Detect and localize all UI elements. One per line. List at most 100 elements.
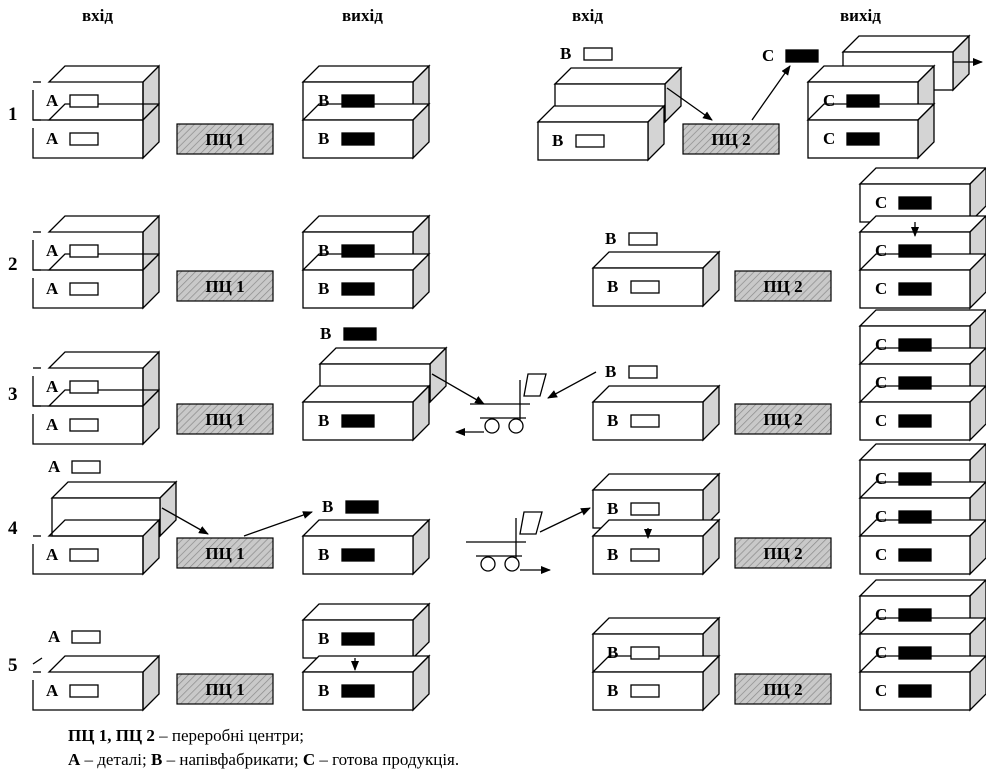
r2-out-top-top — [301, 215, 431, 233]
r3-out2-top-label: C — [875, 335, 887, 354]
r3-in2 — [591, 384, 721, 442]
header-output-right: вихід — [840, 6, 881, 25]
r1-pc2-label: ПЦ 2 — [711, 130, 750, 149]
r5-out2-mid-chip — [898, 646, 932, 660]
r4-out2-bot — [858, 519, 986, 576]
r4-cart-wheel-a — [480, 556, 496, 572]
r4-in2-top-top — [591, 473, 721, 491]
r4-pc1-label: ПЦ 1 — [205, 544, 244, 563]
r4-in-floating-label: A — [48, 457, 61, 476]
r2-out-bot — [301, 252, 431, 310]
r5-in-bot — [32, 654, 160, 712]
r4-out-floating-chip — [345, 500, 379, 514]
r3-in-bot-outline — [32, 389, 159, 445]
r4-in-bot-outline — [32, 519, 159, 575]
r2-out2-mid-label: C — [875, 241, 887, 260]
r5-pc1-box — [176, 673, 274, 705]
r2-pc2-label: ПЦ 2 — [763, 277, 802, 296]
r4-cart-wheel-b — [504, 556, 520, 572]
r1-in-top-label: A — [46, 91, 59, 110]
r3-pc1-box — [176, 403, 274, 435]
r5-out2-bot-label: C — [875, 681, 887, 700]
r1-pc1-box — [176, 123, 274, 155]
r4-out-floating-label: B — [322, 497, 333, 516]
r2-in-top-label: A — [46, 241, 59, 260]
legend-a-desc: – деталі; — [80, 750, 151, 769]
r4-in2-bot-label: B — [607, 545, 618, 564]
r2-in-bot-chip — [69, 282, 99, 296]
r2-in2-top — [591, 251, 721, 269]
r1-out2-mid-label: C — [823, 91, 835, 110]
r2-in-bot — [32, 252, 160, 310]
r4-out2-top-label: C — [875, 469, 887, 488]
r3-out-moving-top — [318, 347, 448, 365]
r1-out-top-top — [301, 65, 431, 83]
r2-out2-moving-chip — [898, 196, 932, 210]
r4-arrow-to-in2 — [539, 507, 591, 533]
r3-in2-top — [591, 385, 721, 403]
r1-out-top-chip — [341, 94, 375, 108]
r5-in-bot-label: A — [46, 681, 59, 700]
r2-in2-label: B — [607, 277, 618, 296]
r5-in2-bot-chip — [630, 684, 660, 698]
r4-pc2-box — [734, 537, 832, 569]
r4-in-bot-label: A — [46, 545, 59, 564]
r5-out-bot-chip — [341, 684, 375, 698]
r2-pc2-box — [734, 270, 832, 302]
r4-cart-seat — [519, 511, 543, 535]
r2-pc1-box — [176, 270, 274, 302]
connectors-layer — [32, 58, 983, 671]
r2-out-bot-label: B — [318, 279, 329, 298]
r5-out2-top-top — [858, 579, 986, 597]
r3-in2-chip — [630, 414, 660, 428]
r4-in-bot — [32, 518, 160, 576]
row-number-2: 2 — [8, 254, 18, 275]
r4-in2-bot-top — [591, 519, 721, 537]
r1-out-bot-chip — [341, 132, 375, 146]
r5-out-top-label: B — [318, 629, 329, 648]
r4-in2-top-label: B — [607, 499, 618, 518]
r3-out-bot-chip — [341, 414, 375, 428]
r4-in-moving-front — [51, 497, 161, 537]
r2-out2-moving-label: C — [875, 193, 887, 212]
r1-in-bot-label: A — [46, 129, 59, 148]
r1-pc1-label: ПЦ 1 — [205, 130, 244, 149]
r5-out2-top-chip — [898, 608, 932, 622]
r3-out-bot-top — [301, 385, 431, 403]
r4-out-bot — [301, 518, 431, 576]
r2-in-bot-label: A — [46, 279, 59, 298]
r5-in2-top-chip — [630, 646, 660, 660]
r4-out2-mid-chip — [898, 510, 932, 524]
r4-pc2-label: ПЦ 2 — [763, 544, 802, 563]
r5-out2-bot — [858, 655, 986, 712]
r2-in2-chip — [630, 280, 660, 294]
r4-in-moving — [50, 480, 178, 538]
r2-out2-bot-label: C — [875, 279, 887, 298]
shapes-layer — [32, 34, 986, 712]
r3-in-bot-label: A — [46, 415, 59, 434]
r1-out-bot-label: B — [318, 129, 329, 148]
r5-out2-bot-chip — [898, 684, 932, 698]
r2-out2-mid-chip — [898, 244, 932, 258]
r2-out-top-label: B — [318, 241, 329, 260]
legend-b-desc: – напівфабрикати; — [162, 750, 303, 769]
r4-out2-bot-chip — [898, 548, 932, 562]
r3-out-bot-label: B — [318, 411, 329, 430]
r1-c-floating-chip — [785, 49, 819, 63]
r1-c-floating-label: C — [762, 46, 774, 65]
header-input-left: вхід — [82, 6, 114, 25]
r1-arrow-from-pc2 — [751, 65, 791, 121]
r4-arrow-to-pc1 — [161, 507, 209, 535]
r3-out-floating-label: B — [320, 324, 331, 343]
r1-out2-moving-top — [841, 35, 971, 53]
r4-in2-top-chip — [630, 502, 660, 516]
r2-out2-mid-top — [858, 215, 986, 233]
r3-cart — [470, 373, 547, 434]
legend-c-term: С — [302, 750, 316, 769]
r1-out-top-label: B — [318, 91, 329, 110]
r5-out2-bot-front — [859, 671, 971, 711]
header-input-right: вхід — [572, 6, 604, 25]
r5-out-top-top — [301, 603, 431, 621]
r3-out2-bot-label: C — [875, 411, 887, 430]
